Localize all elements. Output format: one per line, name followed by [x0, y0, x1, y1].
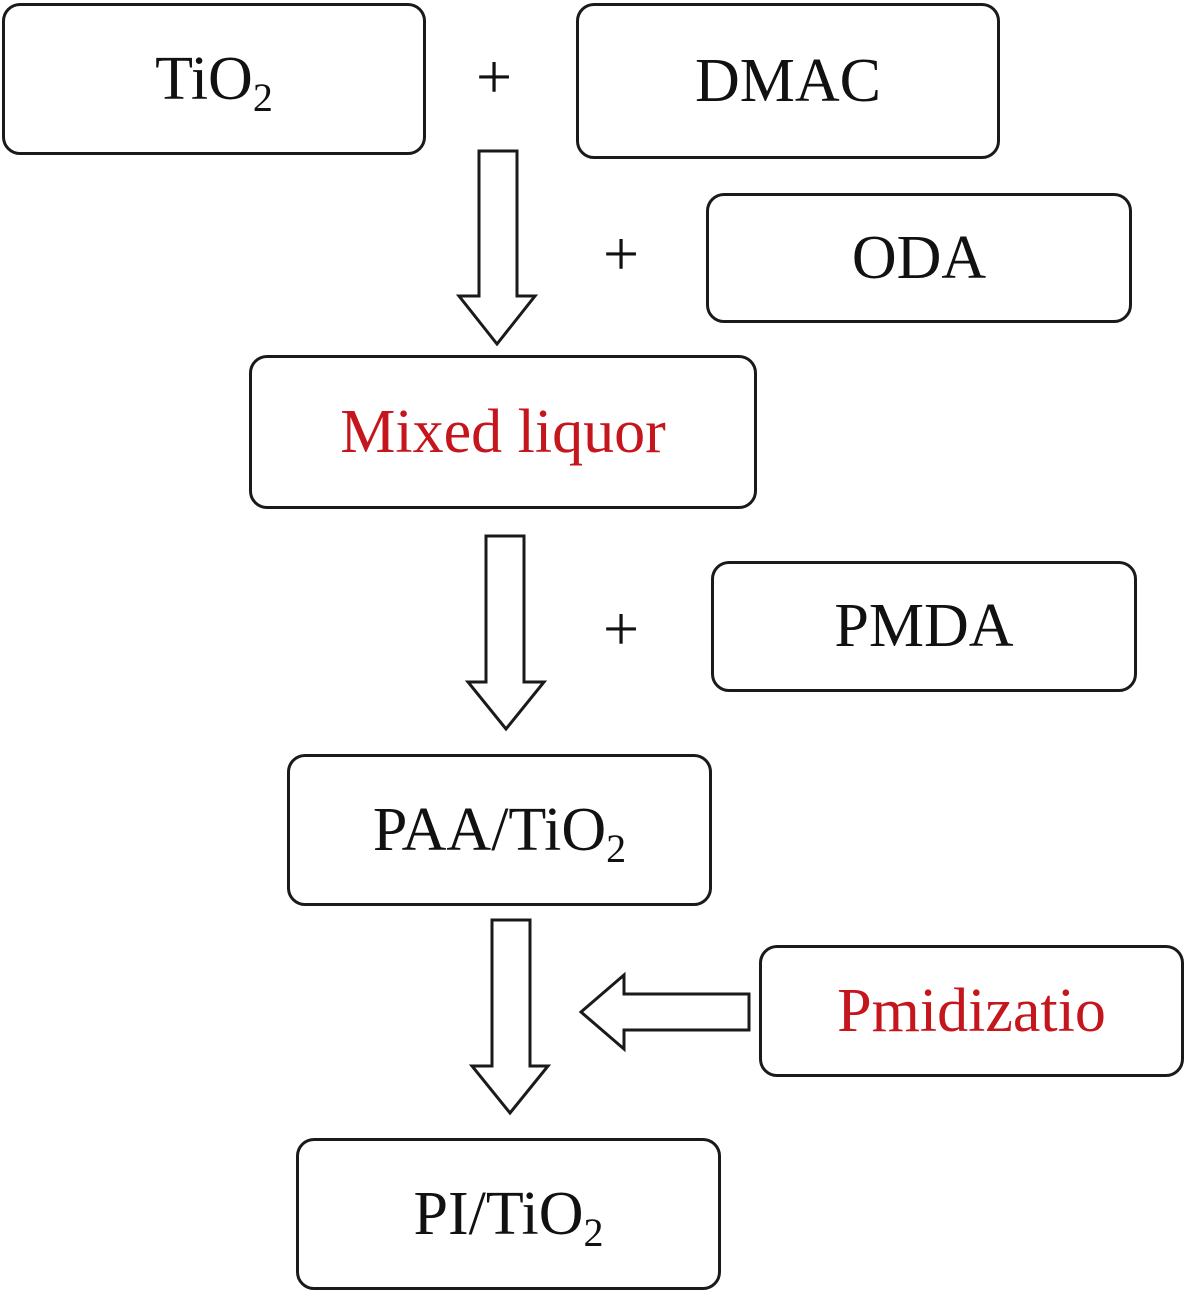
- plus-sign-top: +: [476, 41, 513, 112]
- node-paa-tio2-label: PAA/TiO: [372, 795, 607, 864]
- arrow-down-1: [455, 149, 539, 347]
- node-paa-tio2-subscript: 2: [606, 825, 627, 871]
- node-imidization-label: Pmidizatio: [837, 976, 1106, 1045]
- node-dmac-label: DMAC: [694, 46, 882, 115]
- node-pi-tio2-label: PI/TiO: [413, 1179, 584, 1248]
- node-mixed-liquor-label: Mixed liquor: [340, 397, 666, 466]
- node-mixed-liquor: Mixed liquor: [249, 355, 757, 509]
- node-pi-tio2-subscript: 2: [583, 1209, 604, 1255]
- node-dmac: DMAC: [576, 3, 1000, 159]
- arrow-left-imidization: [578, 971, 751, 1053]
- arrow-down-2: [464, 534, 548, 732]
- node-pmda-label: PMDA: [834, 592, 1014, 660]
- node-oda: ODA: [706, 193, 1132, 323]
- node-tio2-subscript: 2: [252, 74, 273, 120]
- node-imidization: Pmidizatio: [759, 945, 1184, 1077]
- node-oda-label: ODA: [851, 223, 987, 292]
- plus-sign-oda: +: [603, 218, 640, 289]
- plus-sign-pmda: +: [603, 593, 640, 664]
- node-tio2-label: TiO: [155, 44, 253, 113]
- arrow-down-3: [468, 918, 552, 1116]
- node-pmda: PMDA: [711, 561, 1137, 692]
